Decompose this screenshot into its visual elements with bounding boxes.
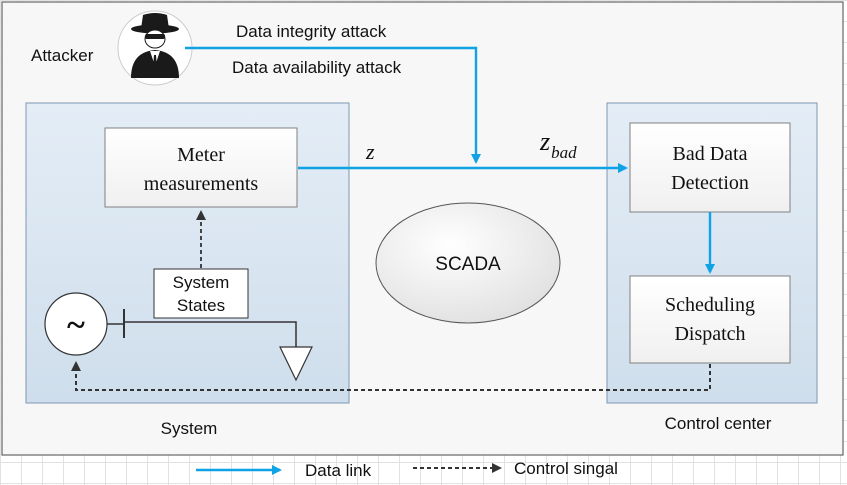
system-label: System [161, 419, 218, 438]
z-signal-label: z [365, 139, 375, 164]
legend: Data link Control singal [196, 459, 618, 480]
meter-label-line2: measurements [144, 173, 259, 195]
control-feedback-line [71, 361, 711, 391]
availability-attack-label: Data availability attack [232, 58, 402, 77]
integrity-attack-label: Data integrity attack [236, 22, 387, 41]
legend-control-label: Control singal [514, 459, 618, 478]
bad-data-detection-box [629, 122, 791, 213]
control-center-label: Control center [665, 414, 772, 433]
sched-label-line1: Scheduling [665, 294, 755, 316]
system-states-box [153, 268, 249, 319]
legend-data-link-label: Data link [305, 461, 372, 480]
bdd-label-line1: Bad Data [673, 143, 748, 165]
spy-icon [117, 10, 193, 86]
attacker-label: Attacker [31, 46, 94, 65]
bdd-label-line2: Detection [671, 172, 749, 194]
meter-label-line1: Meter [177, 144, 225, 166]
generator-icon: ~ [44, 292, 108, 356]
states-label-line1: System [173, 273, 230, 292]
states-label-line2: States [177, 296, 225, 315]
meter-measurements-box [104, 127, 298, 208]
load-icon [279, 346, 313, 382]
scada-ellipse [375, 202, 561, 324]
svg-text:~: ~ [67, 307, 85, 344]
scheduling-dispatch-box [629, 275, 791, 364]
attack-data-link [185, 46, 481, 164]
sched-label-line2: Dispatch [674, 323, 745, 345]
transmission-line [124, 321, 297, 347]
scada-label: SCADA [435, 254, 501, 275]
z-bad-signal-label: zbad [539, 127, 577, 162]
